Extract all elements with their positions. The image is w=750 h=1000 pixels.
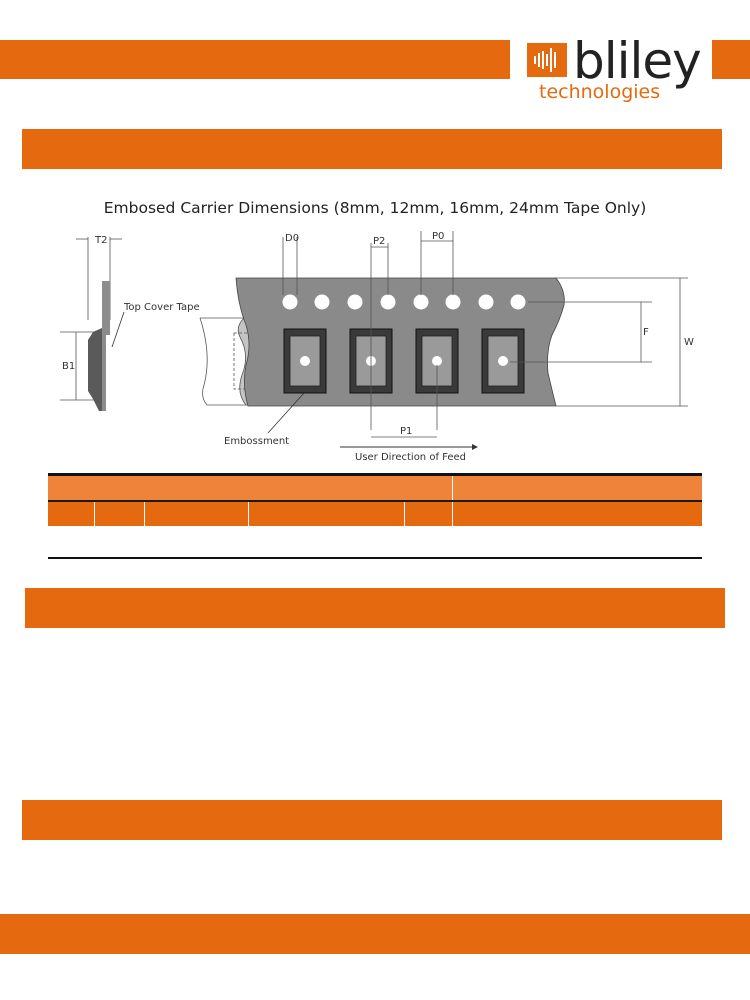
- pocket-1: [283, 328, 327, 394]
- label-p1: P1: [400, 426, 412, 437]
- table-bottom-rule: [48, 557, 702, 559]
- pocket-3: [415, 328, 459, 394]
- label-feed-direction: User Direction of Feed: [355, 452, 466, 463]
- label-b1: B1: [62, 361, 75, 372]
- section-bar-1: [22, 129, 722, 169]
- table-subheader-row: [48, 500, 702, 526]
- section-bar-3: [22, 800, 722, 840]
- bliley-logo: bliley technologies: [527, 32, 712, 105]
- label-d0: D0: [285, 233, 299, 244]
- logo-name: bliley: [573, 32, 702, 90]
- label-p0: P0: [432, 231, 444, 242]
- label-embossment: Embossment: [224, 436, 289, 447]
- section-bar-2: [25, 588, 725, 628]
- dimensions-table: [48, 473, 702, 526]
- table-top-rule: [48, 473, 702, 476]
- side-profile: [60, 237, 125, 411]
- carrier-tape-diagram: T2 B1 Top Cover Tape: [60, 231, 694, 463]
- header-bar-left: [0, 40, 510, 79]
- header-bar-right: [712, 40, 750, 79]
- table-header-row: [48, 476, 702, 500]
- footer-bar: [0, 914, 750, 954]
- label-top-cover-tape: Top Cover Tape: [123, 302, 200, 313]
- label-f: F: [643, 327, 649, 338]
- pocket-4: [481, 328, 525, 394]
- logo-mark-icon: [527, 43, 567, 77]
- logo-tagline: technologies: [539, 81, 661, 103]
- label-p2: P2: [373, 236, 385, 247]
- diagram-title: Embosed Carrier Dimensions (8mm, 12mm, 1…: [103, 199, 647, 217]
- label-w: W: [684, 337, 694, 348]
- label-t2: T2: [94, 235, 107, 246]
- sprocket-holes: [282, 294, 526, 310]
